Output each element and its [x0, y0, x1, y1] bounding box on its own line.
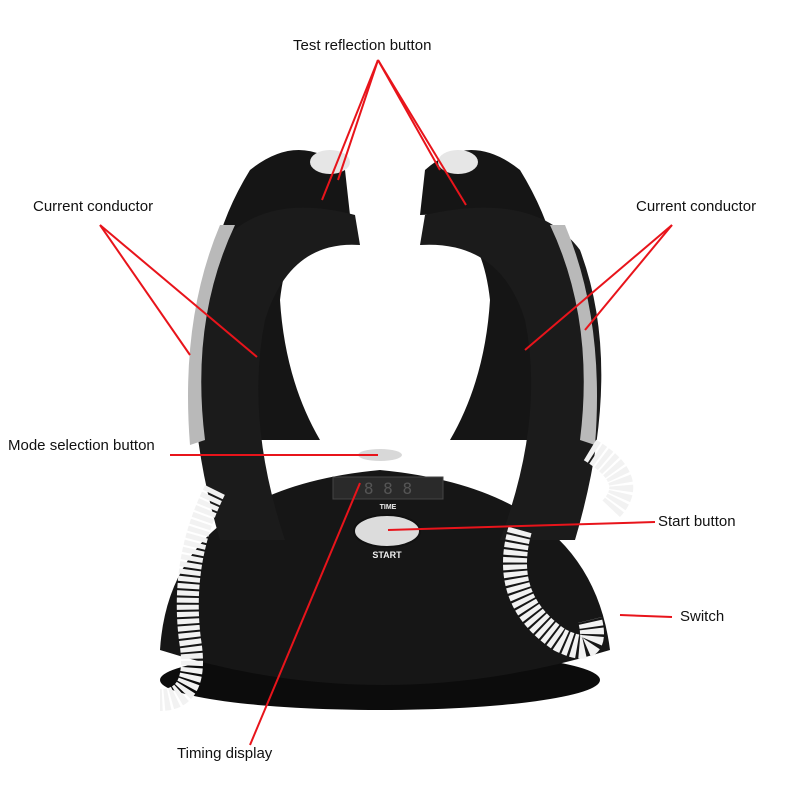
- cable-right: [503, 439, 634, 659]
- label-timing-display: Timing display: [177, 745, 273, 762]
- conductor-right: [550, 225, 597, 445]
- start-button[interactable]: [353, 514, 421, 548]
- label-current-conductor-left: Current conductor: [33, 198, 154, 215]
- timing-display: [332, 476, 444, 500]
- label-switch: Switch: [680, 608, 725, 625]
- test-button-right[interactable]: [438, 150, 478, 174]
- label-current-conductor-right: Current conductor: [636, 198, 757, 215]
- digits: 8 8 8: [364, 479, 412, 498]
- handle-front-left: [193, 207, 360, 540]
- label-test-reflection-button: Test reflection button: [293, 37, 432, 54]
- leader-lines: [99, 59, 673, 746]
- label-start-button: Start button: [658, 513, 736, 530]
- cable-left: [159, 485, 225, 711]
- mode-selection-button[interactable]: [358, 449, 402, 461]
- time-label: TIME: [380, 504, 397, 511]
- label-mode-selection-button: Mode selection button: [8, 437, 155, 454]
- start-label: START: [372, 550, 402, 560]
- handle-front-right: [420, 207, 602, 540]
- conductor-left: [188, 225, 235, 445]
